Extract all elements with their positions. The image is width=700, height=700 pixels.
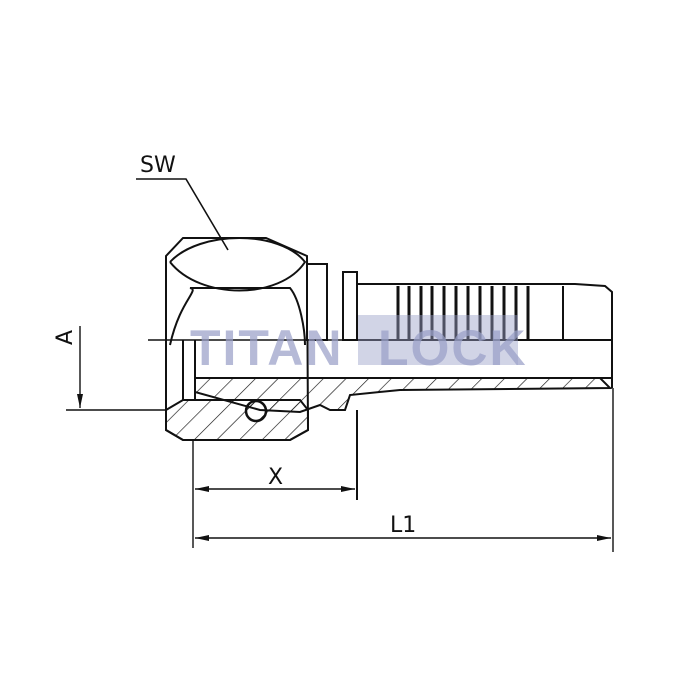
watermark-lock: LOCK [378,320,528,376]
section-hatch [165,377,613,441]
label-x: X [268,465,283,490]
label-sw: SW [140,153,176,178]
dimension-x: X [192,440,355,548]
dimension-a: A [53,326,166,411]
sw-callout: SW [136,153,229,251]
label-l1: L1 [390,513,416,538]
o-ring [244,399,268,423]
dimension-l1: L1 [195,388,614,552]
watermark-titan: TITAN [190,320,343,376]
watermark: TITAN LOCK [190,315,528,376]
label-a: A [53,330,78,345]
